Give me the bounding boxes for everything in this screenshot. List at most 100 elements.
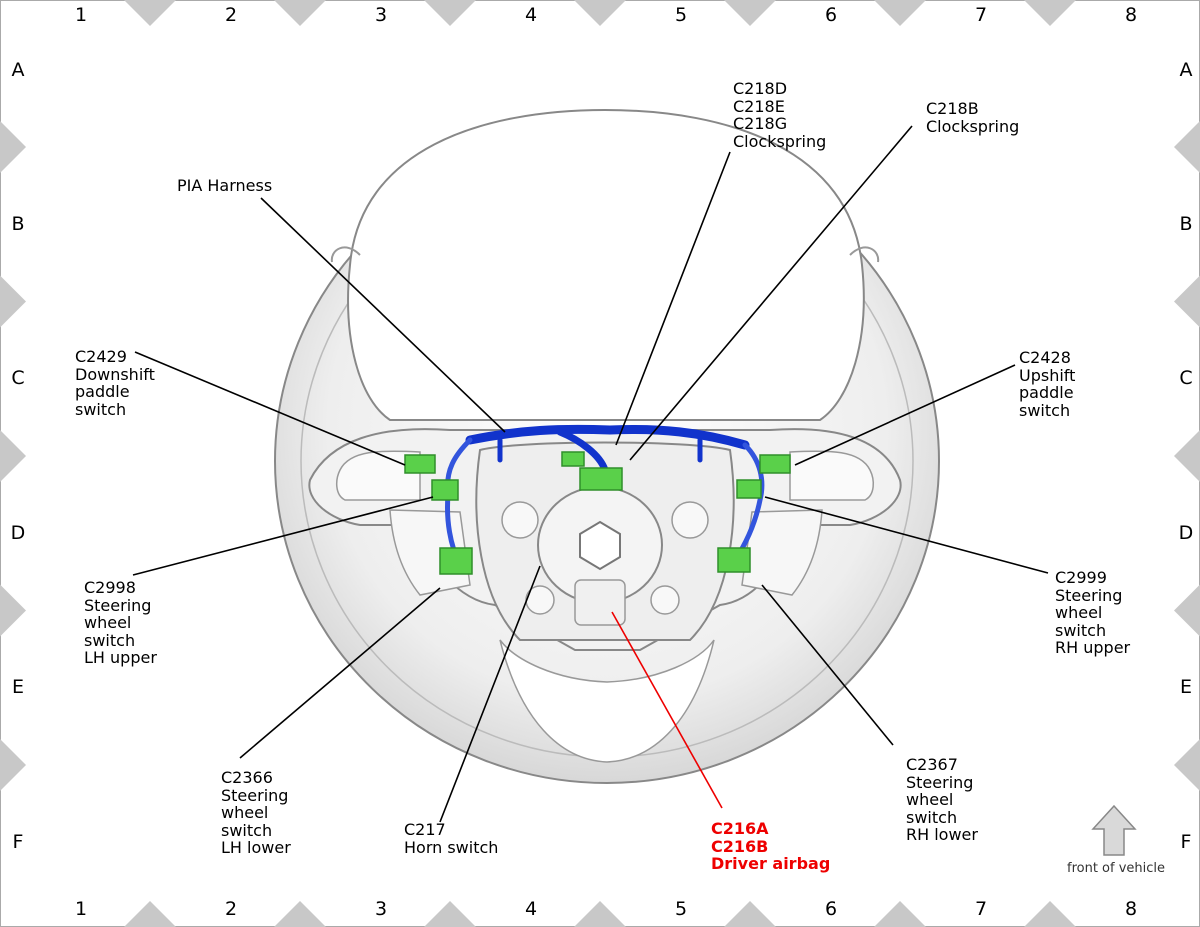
grid-row-label: E: [11, 676, 24, 698]
connector-c2367: [717, 547, 751, 573]
grid-marker-triangle: [724, 0, 776, 26]
label-pia-harness: PIA Harness: [177, 177, 272, 195]
grid-row-label: B: [1179, 213, 1193, 235]
label-line: C2999: [1055, 568, 1107, 587]
grid-marker-triangle: [274, 0, 326, 26]
label-line: paddle: [1019, 383, 1074, 402]
grid-marker-triangle: [1174, 275, 1200, 328]
label-line: switch: [221, 820, 273, 840]
grid-col-label: 3: [374, 4, 388, 26]
label-line: LH upper: [84, 648, 157, 667]
label-line: C2367: [906, 755, 958, 774]
leader-lines: [132, 125, 1049, 823]
label-line: wheel: [84, 613, 132, 632]
grid-col-label: 2: [224, 4, 238, 26]
grid-marker-triangle: [0, 739, 26, 791]
grid-marker-triangle: [274, 901, 326, 927]
grid-marker-triangle: [1024, 0, 1076, 26]
grid-col-label: 7: [974, 898, 988, 920]
label-line: C218B: [926, 99, 979, 118]
label-line: Horn switch: [404, 837, 499, 857]
label-line: wheel: [906, 790, 954, 809]
grid-marker-triangle: [574, 0, 626, 26]
grid-marker-triangle: [724, 901, 776, 927]
label-c218d-c218e-c218g: C218D C218E C218G Clockspring: [733, 80, 826, 150]
connector-c2366: [439, 547, 473, 575]
grid-marker-triangle: [1024, 901, 1076, 927]
label-line: Clockspring: [926, 116, 1020, 136]
leader-pia-harness: [260, 197, 506, 433]
grid-row-label: C: [1179, 367, 1193, 389]
grid-col-label: 4: [524, 4, 538, 26]
label-c2366: C2366 Steering wheel switch LH lower: [221, 769, 291, 857]
label-line: switch: [75, 399, 127, 419]
label-line: C216B: [711, 836, 769, 856]
label-c218b: C218B Clockspring: [926, 100, 1019, 135]
grid-row-label: C: [11, 367, 25, 389]
label-line: LH lower: [221, 838, 291, 857]
grid-col-label: 8: [1124, 898, 1138, 920]
front-of-vehicle-label: front of vehicle: [1067, 861, 1166, 876]
label-line: Steering: [906, 772, 974, 792]
grid-row-label: D: [10, 522, 26, 544]
grid-marker-triangle: [1174, 584, 1200, 637]
grid-col-label: 2: [224, 898, 238, 920]
connector-c2428: [759, 454, 791, 474]
leader-c216: [611, 611, 723, 809]
label-c216-driver-airbag: C216A C216B Driver airbag: [711, 820, 830, 873]
grid-marker-triangle: [874, 0, 926, 26]
leader-c2429: [134, 351, 406, 466]
grid-row-label: A: [11, 59, 25, 81]
pia-harness-wiring: [444, 424, 765, 568]
leader-c217: [439, 565, 541, 823]
label-line: C2428: [1019, 348, 1071, 367]
label-line: Upshift: [1019, 365, 1076, 385]
label-line: paddle: [75, 382, 130, 401]
grid-marker-triangle: [874, 901, 926, 927]
label-line: switch: [1019, 400, 1071, 420]
grid-marker-triangle: [424, 0, 476, 26]
label-line: wheel: [1055, 603, 1103, 622]
grid-marker-triangle: [124, 0, 176, 26]
grid-col-label: 4: [524, 898, 538, 920]
grid-col-label: 5: [674, 898, 688, 920]
grid-marker-triangle: [0, 584, 26, 637]
label-line: Steering: [221, 785, 289, 805]
label-line: wheel: [221, 803, 269, 822]
grid-col-label: 6: [824, 4, 838, 26]
grid-col-label: 6: [824, 898, 838, 920]
grid-col-label: 3: [374, 898, 388, 920]
connectors: [404, 451, 791, 575]
label-c2998: C2998 Steering wheel switch LH upper: [84, 579, 157, 667]
grid-marker-triangle: [0, 275, 26, 328]
leader-c2367: [761, 584, 894, 746]
connector-c2429: [404, 454, 436, 474]
label-line: RH lower: [906, 825, 978, 844]
front-of-vehicle-arrow-icon: [1091, 804, 1137, 856]
grid-marker-triangle: [574, 901, 626, 927]
label-line: Driver airbag: [711, 854, 831, 873]
connector-c2998: [431, 479, 459, 501]
grid-row-label: F: [1180, 831, 1192, 853]
grid-marker-triangle: [1174, 430, 1200, 482]
label-line: switch: [906, 807, 958, 827]
leader-c2366: [239, 587, 441, 759]
label-line: switch: [84, 630, 136, 650]
label-line: C217: [404, 820, 446, 839]
label-line: C218D: [733, 79, 788, 98]
grid-row-label: D: [1178, 522, 1194, 544]
leader-c2999: [764, 496, 1049, 574]
grid-marker-triangle: [1174, 739, 1200, 791]
grid-col-label: 5: [674, 4, 688, 26]
leader-c218d: [615, 151, 731, 446]
label-c217: C217 Horn switch: [404, 821, 498, 856]
label-line: C218G: [733, 114, 788, 133]
connector-c218b: [561, 451, 585, 467]
grid-marker-triangle: [0, 121, 26, 173]
grid-marker-triangle: [0, 430, 26, 482]
grid-col-label: 1: [74, 4, 88, 26]
grid-marker-triangle: [1174, 121, 1200, 173]
